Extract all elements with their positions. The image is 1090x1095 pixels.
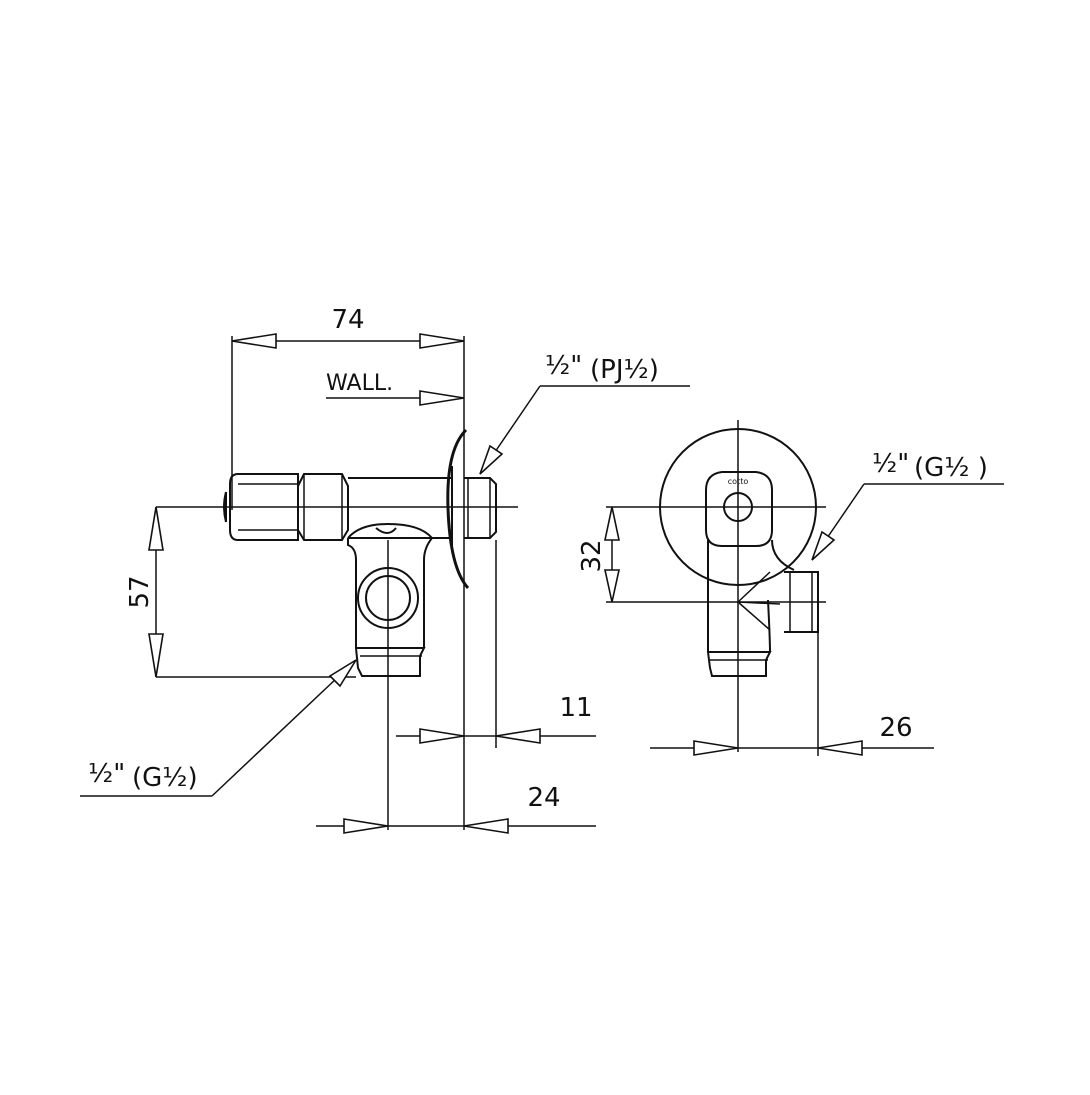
brand-logo: cotto xyxy=(728,477,749,486)
dimension-horizontal-label: 26 xyxy=(879,713,912,743)
dimension-wall-offset-label: 24 xyxy=(527,783,560,813)
outlet-thread-spec: (G½) xyxy=(132,763,198,793)
outlet-thread-size: ½" xyxy=(88,759,125,789)
front-thread-callout: ½" (G½ ) xyxy=(811,449,1004,561)
dimension-vertical: 32 xyxy=(577,506,620,603)
valve-front-body: cotto xyxy=(705,471,819,756)
dimension-width: 74 xyxy=(231,305,465,830)
wall-callout: WALL. xyxy=(326,371,465,406)
inlet-thread-callout: ½" (PJ½) xyxy=(479,351,690,475)
dimension-width-label: 74 xyxy=(331,305,364,335)
front-thread-size: ½" xyxy=(872,449,909,479)
valve-side-body xyxy=(156,428,518,830)
dimension-vertical-label: 32 xyxy=(577,539,607,572)
dimension-height-label: 57 xyxy=(125,575,155,608)
front-view: cotto 32 ½" (G½ ) xyxy=(577,420,1004,756)
side-view: 74 WALL. xyxy=(80,305,690,834)
dimension-height: 57 xyxy=(125,506,356,678)
dimension-thread-length: 11 xyxy=(396,540,596,748)
wall-label: WALL. xyxy=(326,371,393,396)
inlet-thread-size: ½" xyxy=(545,351,582,381)
inlet-thread-spec: (PJ½) xyxy=(590,355,659,385)
outlet-thread-callout: ½" (G½) xyxy=(80,659,357,797)
front-thread-spec: (G½ ) xyxy=(914,453,988,483)
dimension-thread-length-label: 11 xyxy=(559,693,592,723)
dimension-wall-offset: 24 xyxy=(316,783,596,834)
dimension-horizontal: 26 xyxy=(650,713,934,756)
